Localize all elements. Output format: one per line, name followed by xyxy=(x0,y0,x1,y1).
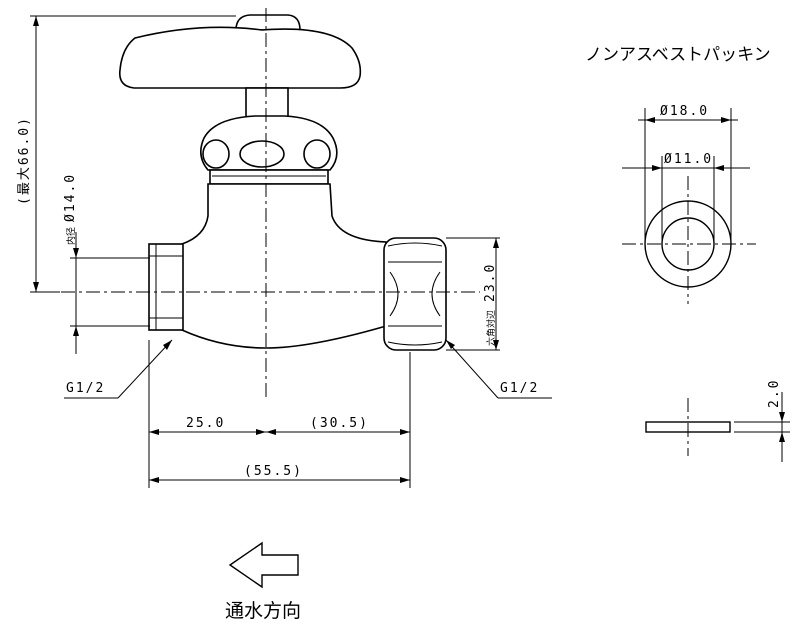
horizontal-dimensions xyxy=(148,340,411,488)
packing-title: ノンアスベストパッキン xyxy=(585,45,771,65)
max-height-dimension xyxy=(30,15,236,293)
packing-side-view xyxy=(645,392,790,462)
valve-bonnet xyxy=(200,115,338,185)
hex-width-label: 23.0 xyxy=(483,263,498,302)
flow-direction-label: 通水方向 xyxy=(225,600,301,622)
inner-packing-diameter-label: Ø11.0 xyxy=(664,152,713,167)
valve-handle xyxy=(118,14,362,123)
hex-width-prefix: 六角対辺 xyxy=(485,310,497,346)
inner-diameter-label: Ø14.0 xyxy=(63,173,78,222)
max-height-label: (最大66.0) xyxy=(17,116,32,205)
inner-diameter-dimension xyxy=(70,232,150,354)
thickness-label: 2.0 xyxy=(767,379,782,408)
dim-total-label: (55.5) xyxy=(244,464,303,479)
dim-left-label: 25.0 xyxy=(186,416,225,431)
right-hex-nut xyxy=(383,237,447,351)
flow-arrow-icon xyxy=(228,541,299,589)
hex-width-dimension xyxy=(446,237,500,351)
valve-body xyxy=(181,183,387,349)
outer-diameter-label: Ø18.0 xyxy=(660,104,709,119)
thread-right-label: G1/2 xyxy=(500,381,539,396)
left-thread-end xyxy=(148,243,184,331)
inner-diameter-prefix: 内径 xyxy=(65,227,77,245)
packing-top-view xyxy=(622,108,756,304)
thread-leaders xyxy=(64,339,552,399)
thread-left-label: G1/2 xyxy=(66,381,105,396)
dim-right-label: (30.5) xyxy=(310,416,369,431)
